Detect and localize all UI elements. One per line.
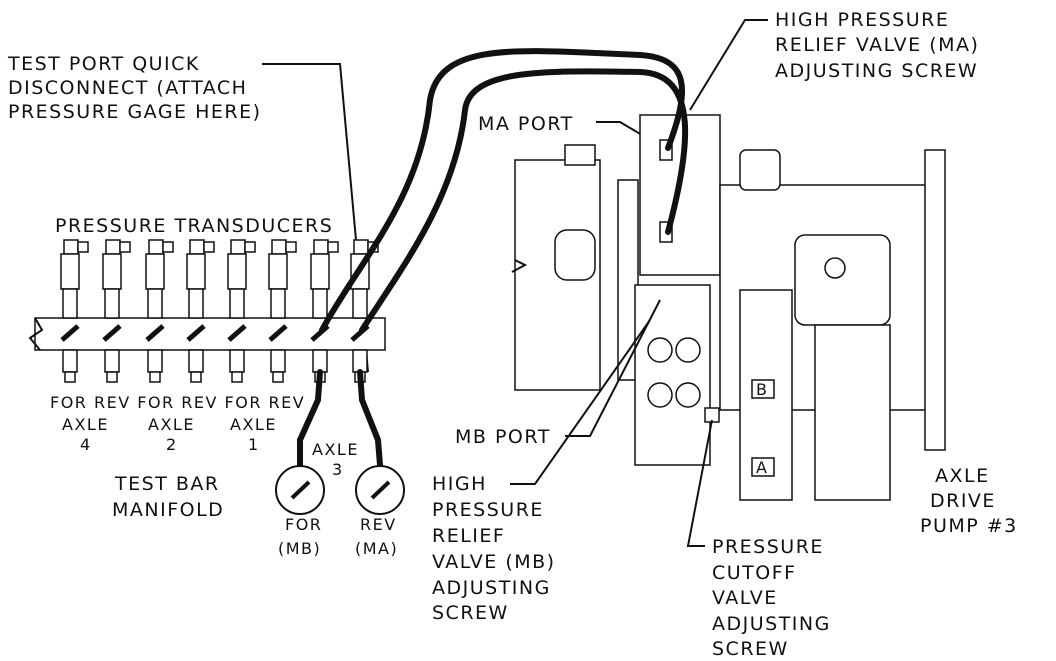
hose-ma (319, 48, 686, 333)
svg-text:PRESSURE TRANSDUCERS: PRESSURE TRANSDUCERS (55, 215, 333, 237)
svg-text:VALVE (MB): VALVE (MB) (432, 551, 556, 573)
axle-4-label: AXLE 4 (62, 415, 109, 454)
svg-text:PRESSURE GAGE HERE): PRESSURE GAGE HERE) (8, 101, 262, 123)
for-rev-labels: FOR REV FOR REV FOR REV (50, 393, 305, 412)
svg-text:(MB): (MB) (278, 539, 321, 558)
axle-1-label: AXLE 1 (230, 415, 277, 454)
svg-text:4: 4 (80, 435, 92, 454)
test-port-label: TEST PORT QUICK DISCONNECT (ATTACH PRESS… (7, 53, 369, 373)
svg-text:CUTOFF: CUTOFF (712, 562, 797, 584)
svg-text:REV: REV (360, 515, 397, 534)
svg-text:(MA): (MA) (355, 539, 398, 558)
svg-text:AXLE: AXLE (148, 415, 195, 434)
svg-text:TEST PORT QUICK: TEST PORT QUICK (7, 53, 200, 75)
svg-text:RELIEF VALVE (MA): RELIEF VALVE (MA) (775, 34, 979, 56)
svg-text:3: 3 (332, 460, 344, 479)
pressure-transducer (186, 239, 215, 383)
gauge-hose-rev (357, 369, 383, 468)
svg-text:AXLE: AXLE (312, 440, 359, 459)
axle-2-label: AXLE 2 (148, 415, 195, 454)
svg-text:DRIVE: DRIVE (930, 490, 996, 512)
pressure-cutoff-label: PRESSURE CUTOFF VALVE ADJUSTING SCREW (686, 419, 831, 660)
hose-mb (359, 68, 689, 333)
svg-text:PUMP #3: PUMP #3 (920, 515, 1018, 537)
svg-text:1: 1 (248, 435, 260, 454)
svg-text:PRESSURE: PRESSURE (712, 536, 824, 558)
svg-text:PRESSURE: PRESSURE (432, 499, 544, 521)
svg-text:ADJUSTING SCREW: ADJUSTING SCREW (775, 60, 978, 82)
axle-drive-pump-label: AXLE DRIVE PUMP #3 (920, 465, 1018, 537)
svg-text:AXLE: AXLE (230, 415, 277, 434)
pressure-gauge-for: FOR (MB) (275, 465, 325, 558)
pressure-transducer (102, 239, 131, 383)
svg-text:MB PORT: MB PORT (455, 426, 551, 448)
svg-text:FOR: FOR (285, 515, 322, 534)
pressure-transducer (227, 239, 256, 383)
svg-text:VALVE: VALVE (712, 587, 778, 609)
svg-text:MANIFOLD: MANIFOLD (112, 499, 224, 521)
gauge-hose-for (297, 369, 323, 468)
high-pressure-mb-label: HIGH PRESSURE RELIEF VALVE (MB) ADJUSTIN… (432, 319, 651, 624)
test-bar-manifold (28, 317, 386, 351)
svg-text:TEST BAR: TEST BAR (114, 473, 220, 495)
pressure-transducer (145, 239, 174, 383)
pressure-gauge-rev: REV (MA) (355, 465, 405, 558)
axle-3-label: AXLE 3 (312, 440, 359, 479)
svg-text:SCREW: SCREW (432, 602, 509, 624)
test-bar-manifold-label: TEST BAR MANIFOLD (112, 473, 224, 521)
svg-text:HIGH: HIGH (432, 473, 487, 495)
svg-text:HIGH PRESSURE: HIGH PRESSURE (775, 9, 949, 31)
svg-text:RELIEF: RELIEF (432, 525, 505, 547)
svg-text:DISCONNECT (ATTACH: DISCONNECT (ATTACH (8, 77, 247, 99)
pressure-transducers (60, 239, 379, 383)
svg-text:MA PORT: MA PORT (478, 113, 574, 135)
svg-text:ADJUSTING: ADJUSTING (432, 577, 551, 599)
svg-text:SCREW: SCREW (712, 638, 789, 660)
pressure-transducer (310, 239, 339, 383)
ma-port-label: MA PORT (478, 113, 665, 149)
valve-b-label: B (756, 380, 768, 399)
high-pressure-ma-label: HIGH PRESSURE RELIEF VALVE (MA) ADJUSTIN… (689, 9, 979, 111)
pressure-transducer (60, 239, 89, 383)
mb-port-label: MB PORT (455, 299, 661, 448)
valve-a-label: A (756, 458, 768, 477)
pressure-transducers-label: PRESSURE TRANSDUCERS (55, 215, 333, 237)
axle-drive-pump: B A (511, 114, 946, 501)
svg-text:AXLE: AXLE (62, 415, 109, 434)
pressure-transducer (268, 239, 297, 383)
svg-text:ADJUSTING: ADJUSTING (712, 613, 831, 635)
svg-text:2: 2 (166, 435, 178, 454)
svg-text:AXLE: AXLE (935, 465, 990, 487)
